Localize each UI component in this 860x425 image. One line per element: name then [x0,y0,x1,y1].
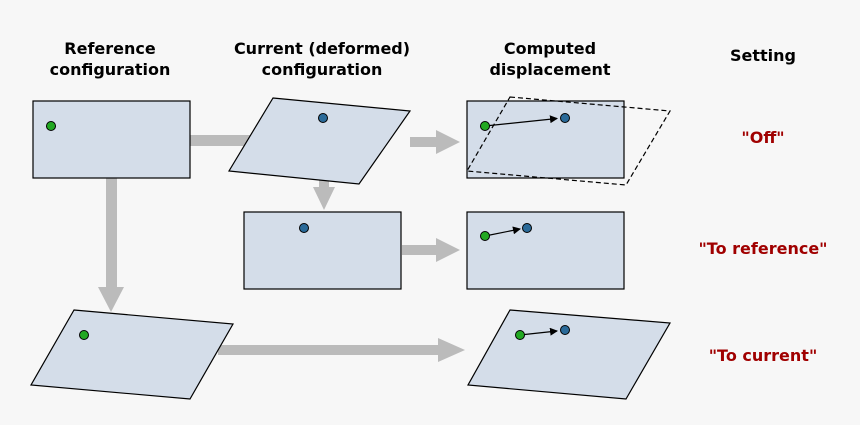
arrow-reference-to-deformed-reference [98,178,124,312]
arrow-reference-to-current [190,135,252,146]
setting-off: "Off" [741,128,785,147]
computed-to-current-parallelogram [467,309,671,400]
computed-to-current-end-point [560,325,570,335]
header-computed-line1: Computed [503,39,597,58]
displacement-vector-to-reference [484,226,521,237]
computed-to-reference-start-point [480,231,490,241]
arrow-current-reference-to-computed [402,238,460,262]
current-reference-rectangle [243,211,402,290]
computed-to-current-start-point [515,330,525,340]
setting-to-current: "To current" [708,346,818,365]
arrow-current-to-computed-off [410,130,460,154]
current-point [318,113,328,123]
computed-off-start-point [480,121,490,131]
arrow-current-to-current-reference [313,170,335,210]
computed-to-reference-end-point [522,223,532,233]
header-reference-configuration: Reference configuration [30,38,190,80]
reference-point [46,121,56,131]
header-current-line2: configuration [261,60,383,79]
header-setting: Setting [730,46,796,65]
displacement-vector-off [484,115,558,127]
header-current-line1: Current (deformed) [233,39,411,58]
computed-off-end-point [560,113,570,123]
computed-off-deformed-outline [466,96,672,186]
flow-arrows [98,130,465,362]
deformed-reference-point [79,330,89,340]
current-deformed-parallelogram [227,97,412,185]
computed-off-rectangle [466,100,625,179]
arrow-deformed-reference-to-computed [218,338,465,362]
displacement-vector-to-current [519,327,558,336]
setting-to-reference: "To reference" [698,239,828,258]
current-reference-point [299,223,309,233]
header-reference-line1: Reference [64,39,156,58]
header-reference-line2: configuration [49,60,171,79]
header-current-configuration: Current (deformed) configuration [222,38,422,80]
header-computed-displacement: Computed displacement [470,38,630,80]
computed-to-reference-rectangle [466,211,625,290]
header-computed-line2: displacement [489,60,611,79]
reference-rectangle [32,100,191,179]
deformed-reference-parallelogram [30,309,234,400]
